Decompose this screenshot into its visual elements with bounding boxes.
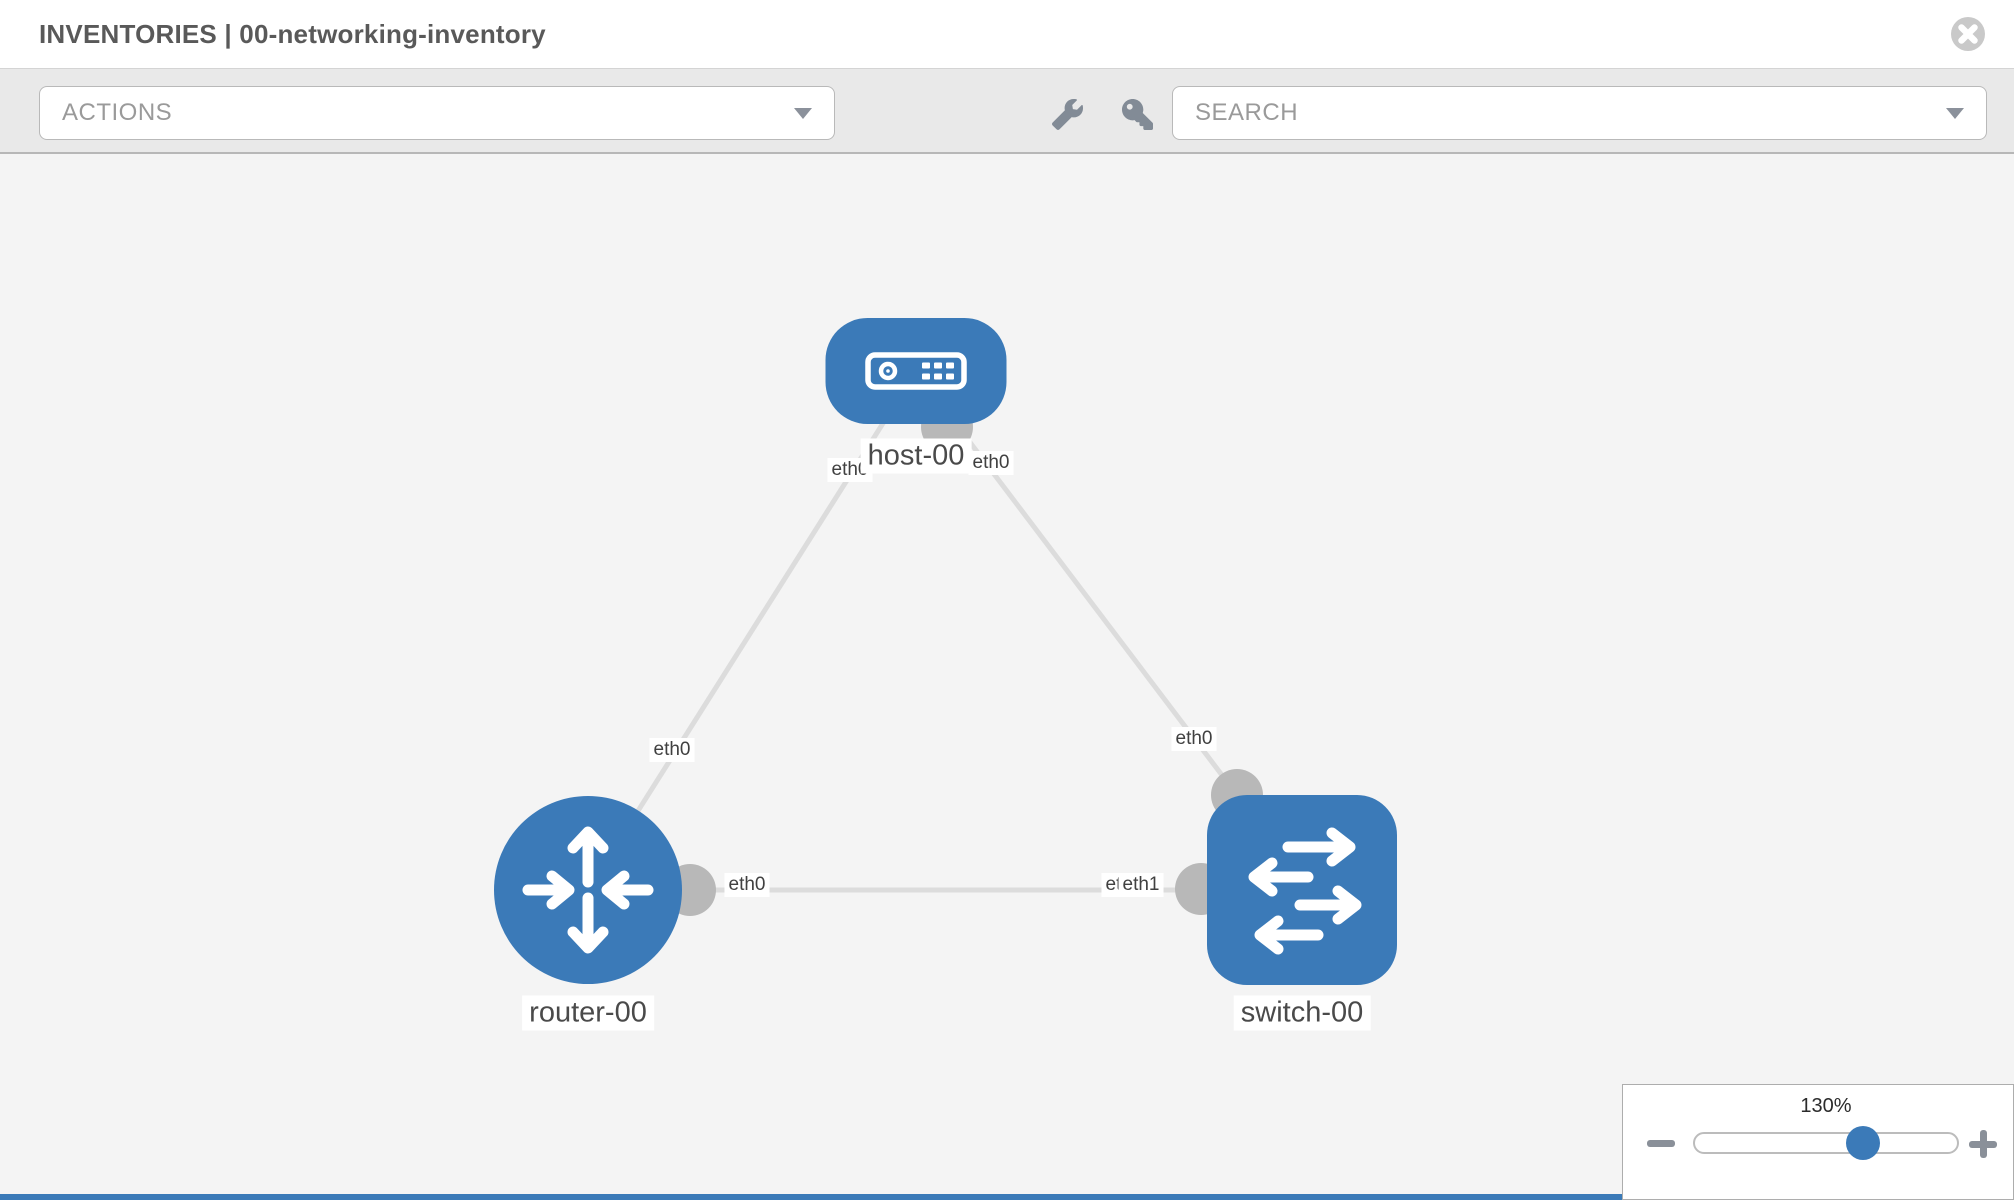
footer-accent-strip bbox=[0, 1194, 1622, 1200]
chevron-down-icon bbox=[1946, 107, 1964, 119]
panel-header: INVENTORIES | 00-networking-inventory bbox=[0, 0, 2014, 69]
actions-dropdown-label: ACTIONS bbox=[62, 99, 173, 126]
actions-dropdown[interactable]: ACTIONS bbox=[39, 86, 835, 140]
key-icon bbox=[1121, 98, 1153, 130]
chevron-down-icon bbox=[794, 107, 812, 119]
node-router-00[interactable] bbox=[494, 796, 682, 984]
interface-label-eth0: eth0 bbox=[649, 738, 695, 762]
node-host-00[interactable] bbox=[825, 318, 1007, 424]
toolbar: ACTIONS SEARCH bbox=[0, 69, 2014, 154]
configure-button[interactable] bbox=[1046, 96, 1088, 132]
interface-label-eth1: eth1 bbox=[1118, 873, 1164, 897]
zoom-out-button[interactable] bbox=[1647, 1140, 1675, 1147]
search-dropdown[interactable]: SEARCH bbox=[1172, 86, 1987, 140]
zoom-slider-track[interactable] bbox=[1693, 1132, 1959, 1154]
close-button[interactable] bbox=[1950, 16, 1986, 52]
interface-label-eth0: eth0 bbox=[968, 451, 1014, 475]
search-dropdown-label: SEARCH bbox=[1195, 99, 1299, 126]
close-icon bbox=[1951, 17, 1985, 51]
page-title: INVENTORIES | 00-networking-inventory bbox=[39, 19, 546, 49]
zoom-slider-thumb[interactable] bbox=[1846, 1126, 1881, 1160]
interface-label-eth0: eth0 bbox=[724, 873, 770, 897]
zoom-in-button[interactable] bbox=[1969, 1130, 1997, 1158]
wrench-icon bbox=[1051, 98, 1083, 130]
node-label-host-00: host-00 bbox=[860, 438, 972, 474]
credentials-button[interactable] bbox=[1116, 96, 1158, 132]
zoom-control-panel: 130% bbox=[1622, 1084, 2014, 1200]
interface-label-eth0: eth0 bbox=[1171, 727, 1217, 751]
zoom-level-value: 130% bbox=[1800, 1095, 1852, 1117]
node-label-router-00: router-00 bbox=[522, 995, 654, 1031]
node-label-switch-00: switch-00 bbox=[1233, 995, 1371, 1031]
